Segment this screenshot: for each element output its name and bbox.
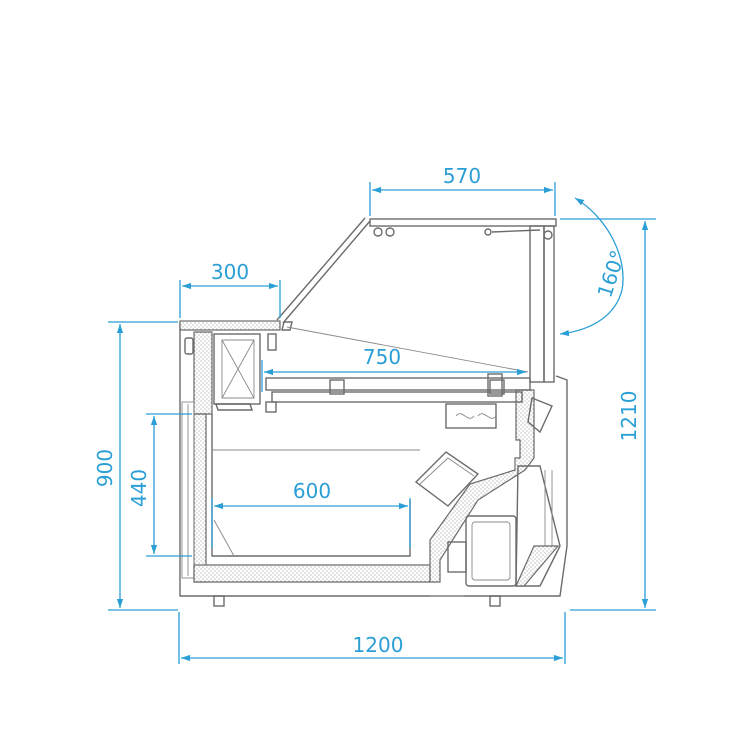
dimension-600: 600 <box>211 479 411 548</box>
cabinet-outline <box>179 320 568 607</box>
rear-worktop <box>179 320 281 331</box>
dim-600-label: 600 <box>293 479 331 503</box>
dim-1200-label: 1200 <box>353 633 404 657</box>
dimension-900: 900 <box>93 321 178 611</box>
dim-300-label: 300 <box>211 260 249 284</box>
dim-440-label: 440 <box>127 469 151 507</box>
dim-750-label: 750 <box>363 345 401 369</box>
dimension-570: 570 <box>369 164 556 216</box>
dimension-300: 300 <box>179 260 281 318</box>
display-shelf <box>265 377 531 391</box>
front-right-leg <box>489 595 501 607</box>
dimension-1200: 1200 <box>178 612 566 664</box>
dimension-440: 440 <box>127 413 192 557</box>
dim-1210-label: 1210 <box>617 391 641 442</box>
front-left-leg <box>213 595 225 607</box>
dim-570-label: 570 <box>443 164 481 188</box>
dimension-750: 750 <box>261 345 526 392</box>
glass-canopy <box>265 217 557 403</box>
dim-angle-label: 160° <box>592 247 630 300</box>
dim-900-label: 900 <box>93 449 117 487</box>
